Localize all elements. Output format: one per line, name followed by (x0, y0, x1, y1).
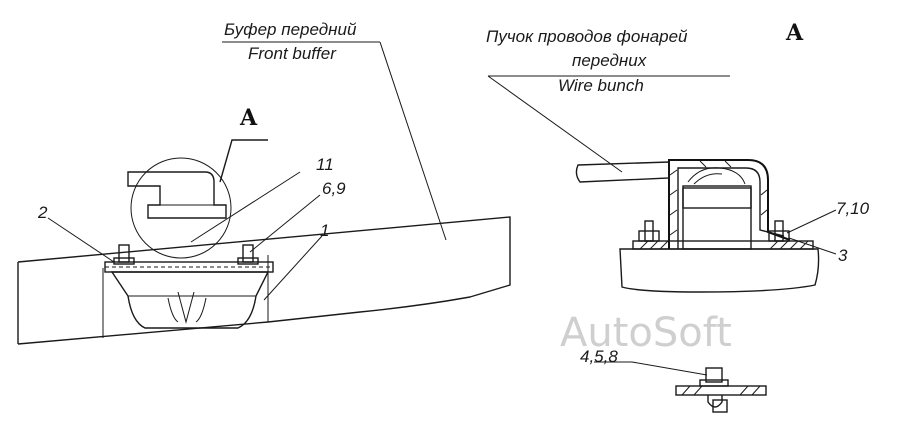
rubber-boot (668, 159, 791, 249)
callout-3: 3 (838, 246, 848, 265)
detail-a-view (575, 159, 820, 413)
detail-right-bolt (768, 220, 790, 242)
callout-7-10: 7,10 (836, 199, 870, 218)
left-assembly-view (17, 139, 511, 345)
callout-11: 11 (316, 155, 334, 174)
callout-4-5-8: 4,5,8 (580, 347, 618, 366)
callout-6-9: 6,9 (322, 179, 346, 198)
connector-body (682, 187, 752, 250)
view-a-label-right: A (785, 20, 804, 46)
view-a-label-left: A (239, 105, 258, 131)
wire-bunch-label-ru-2: передних (572, 51, 647, 70)
front-buffer-label-ru: Буфер передний (224, 20, 357, 39)
left-bolt (113, 244, 135, 265)
front-buffer-outline (17, 216, 511, 345)
detail-left-bolt (638, 220, 660, 242)
wire-bunch (575, 161, 670, 183)
left-leaders (47, 41, 447, 301)
lamp-housing (110, 271, 270, 329)
detail-a-circle (130, 157, 232, 259)
callout-1: 1 (320, 221, 329, 240)
front-buffer-label-en: Front buffer (248, 44, 337, 63)
callout-2: 2 (37, 203, 48, 222)
buffer-section (619, 248, 820, 293)
wire-bunch-label-en: Wire bunch (558, 76, 644, 95)
wire-bunch-label-ru-1: Пучок проводов фонарей (486, 27, 688, 46)
right-leaders (487, 75, 837, 376)
lamp-connector (127, 171, 227, 219)
watermark: AutoSoft (560, 310, 732, 356)
fastener-detail (675, 367, 767, 413)
right-bolt (237, 244, 259, 265)
